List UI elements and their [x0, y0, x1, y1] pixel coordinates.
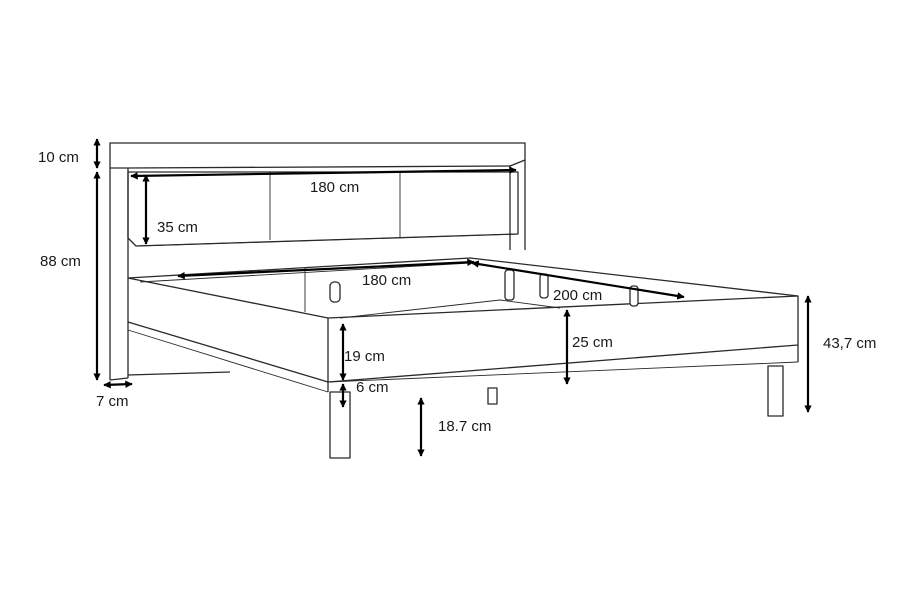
arrow-inner-length	[471, 260, 685, 300]
label-headboard-height: 88 cm	[40, 253, 81, 270]
bed-drawing	[109, 142, 799, 459]
label-headboard-top: 10 cm	[38, 149, 79, 166]
dimension-arrows	[93, 138, 812, 457]
arrow-inner-width	[177, 258, 475, 280]
arrow-panel-width	[130, 166, 517, 180]
label-side-rail: 19 cm	[344, 348, 385, 365]
label-leg-width: 7 cm	[96, 393, 129, 410]
label-panel-height: 35 cm	[157, 219, 198, 236]
label-inner-width: 180 cm	[362, 272, 411, 289]
label-clearance: 18.7 cm	[438, 418, 491, 435]
dimension-labels: 10 cm 88 cm 7 cm 180 cm 35 cm 180 cm 200…	[38, 149, 876, 435]
label-total-height: 43,7 cm	[823, 335, 876, 352]
label-panel-width: 180 cm	[310, 179, 359, 196]
label-rail-gap: 6 cm	[356, 379, 389, 396]
arrow-leg-width	[103, 380, 133, 389]
label-frame-height: 25 cm	[572, 334, 613, 351]
label-inner-length: 200 cm	[553, 287, 602, 304]
bed-legs	[329, 365, 784, 459]
